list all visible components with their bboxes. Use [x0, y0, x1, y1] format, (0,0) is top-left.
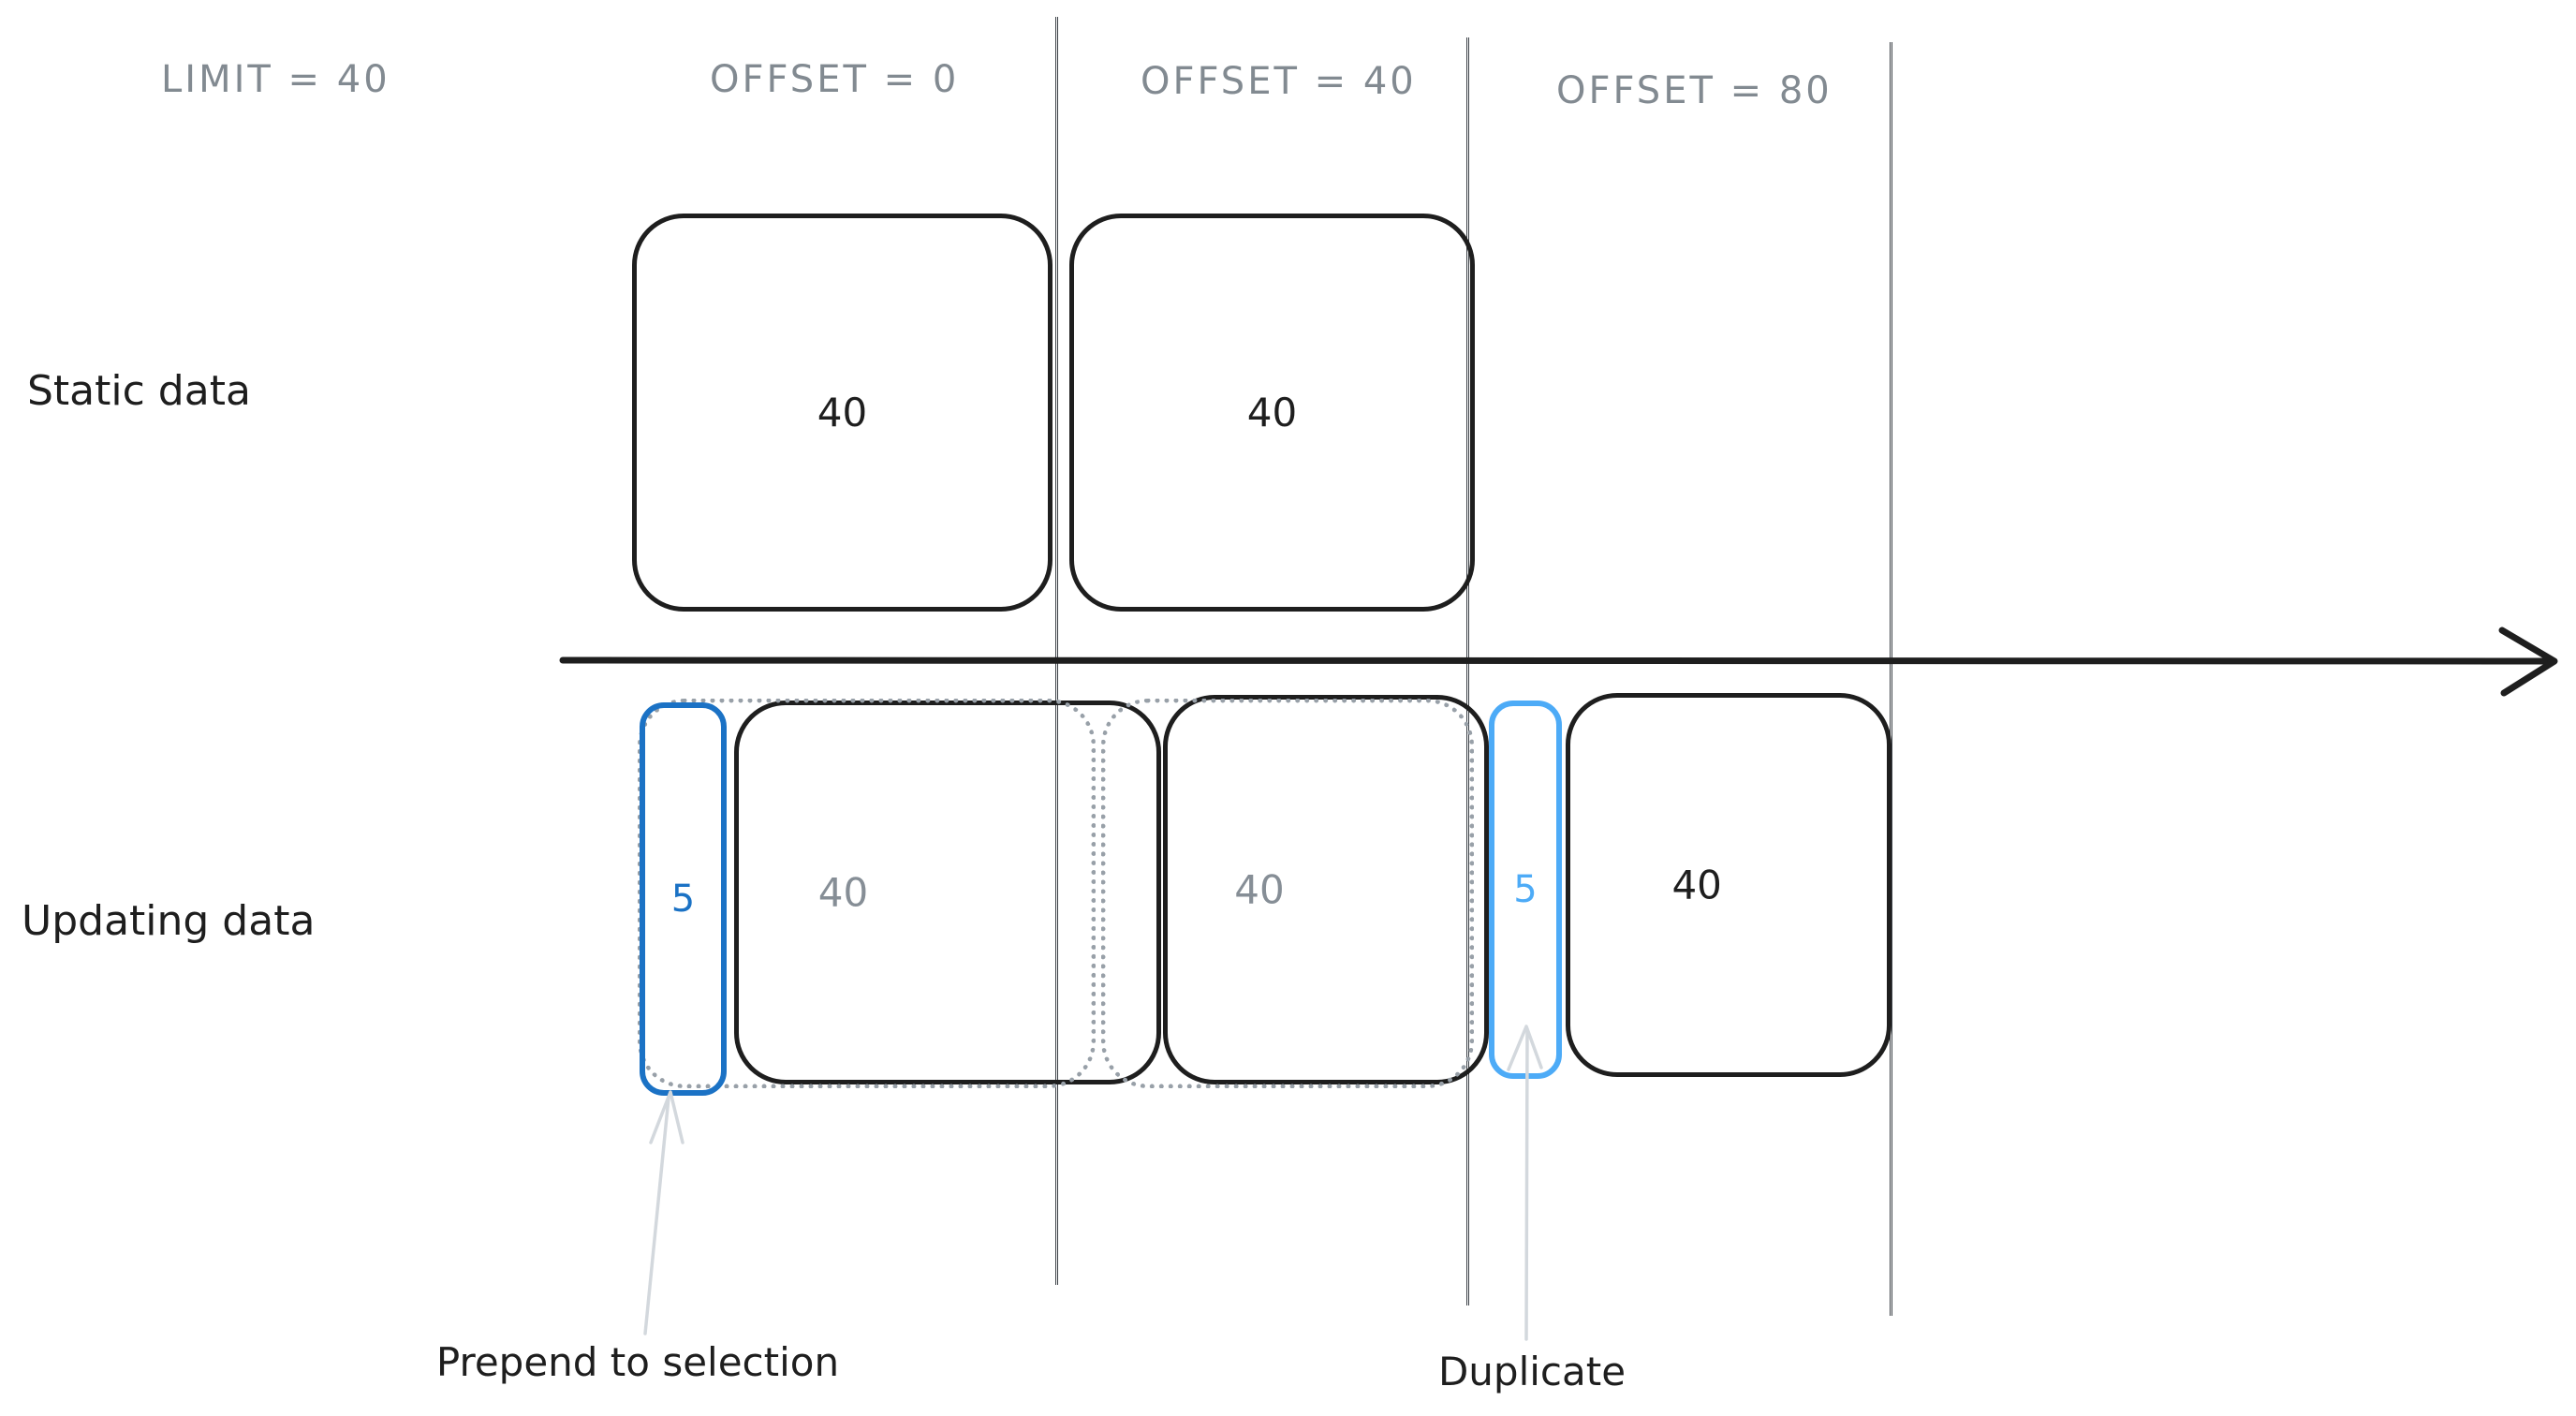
- static-page-offset40-count: 40: [1246, 390, 1298, 435]
- offset-40-header-label: OFFSET = 40: [1141, 60, 1417, 103]
- timeline-arrow: [559, 627, 2558, 697]
- prepend-annotation-label: Prepend to selection: [435, 1339, 840, 1385]
- row-label-static: Static data: [27, 367, 251, 415]
- updating-page-offset0-count: 40: [817, 869, 869, 916]
- offset-80-header-label: OFFSET = 80: [1556, 69, 1833, 112]
- offset-0-header-label: OFFSET = 0: [710, 58, 960, 101]
- updating-page-offset80-box: 40: [1566, 693, 1892, 1077]
- column-divider-1: [1055, 17, 1058, 1285]
- static-page-offset0-box: 40: [632, 214, 1052, 612]
- updating-page-offset40-box: 40: [1163, 695, 1489, 1084]
- row-label-updating: Updating data: [22, 897, 316, 945]
- updating-page-offset40-count: 40: [1234, 866, 1285, 913]
- prepended-rows-box: 5: [640, 702, 727, 1096]
- prepended-rows-count: 5: [670, 878, 696, 921]
- duplicated-rows-box: 5: [1489, 701, 1562, 1079]
- previous-page-offset40-ghost-box: [1101, 699, 1474, 1088]
- duplicate-annotation-label: Duplicate: [1437, 1349, 1627, 1394]
- static-page-offset40-box: 40: [1069, 214, 1475, 612]
- updating-page-offset80-count: 40: [1671, 862, 1722, 908]
- static-page-offset0-count: 40: [817, 390, 868, 435]
- duplicated-rows-count: 5: [1513, 868, 1538, 911]
- prepend-annotation-arrow: [643, 1090, 684, 1335]
- limit-header-label: LIMIT = 40: [161, 58, 390, 101]
- column-divider-2: [1466, 37, 1469, 1305]
- column-divider-3: [1890, 42, 1892, 1316]
